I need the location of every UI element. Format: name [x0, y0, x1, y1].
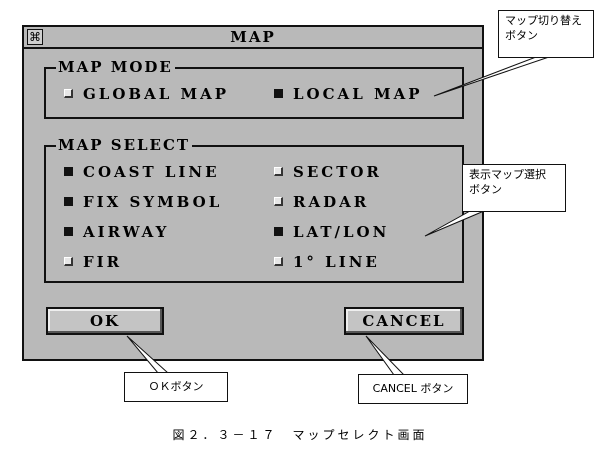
local-map-toggle[interactable]: LOCAL MAP — [274, 85, 422, 103]
fix-symbol-toggle[interactable]: FIX SYMBOL — [64, 193, 222, 211]
fix-symbol-label: FIX SYMBOL — [83, 193, 223, 211]
map-select-callout-line1: 表示マップ選択 — [469, 168, 546, 181]
sector-checkbox[interactable] — [274, 167, 283, 176]
map-dialog: ⌘ MAP MAP MODE GLOBAL MAP LOCAL MAP MAP … — [22, 25, 484, 361]
coast-line-toggle[interactable]: COAST LINE — [64, 163, 220, 181]
window-title: MAP — [230, 28, 276, 46]
fix-symbol-checkbox[interactable] — [64, 197, 73, 206]
airway-label: AIRWAY — [83, 223, 170, 241]
map-switch-callout-line2: ボタン — [505, 29, 538, 42]
map-mode-group: MAP MODE GLOBAL MAP LOCAL MAP — [44, 58, 464, 119]
airway-toggle[interactable]: AIRWAY — [64, 223, 169, 241]
global-map-checkbox[interactable] — [64, 89, 73, 98]
coast-line-label: COAST LINE — [83, 163, 220, 181]
sector-label: SECTOR — [293, 163, 382, 181]
figure-caption: 図２．３－１７ マップセレクト画面 — [172, 428, 428, 442]
map-switch-callout-line1: マップ切り替え — [505, 14, 582, 27]
map-select-label: MAP SELECT — [56, 136, 193, 154]
one-degree-line-checkbox[interactable] — [274, 257, 283, 266]
lat-lon-label: LAT/LON — [293, 223, 390, 241]
fir-toggle[interactable]: FIR — [64, 253, 122, 271]
title-bar: ⌘ MAP — [24, 27, 482, 49]
radar-label: RADAR — [293, 193, 370, 211]
sector-toggle[interactable]: SECTOR — [274, 163, 382, 181]
ok-pointer — [126, 335, 170, 374]
map-switch-callout: マップ切り替え ボタン — [498, 10, 594, 58]
system-menu-icon[interactable]: ⌘ — [27, 29, 43, 45]
map-mode-label: MAP MODE — [56, 58, 175, 76]
one-degree-line-toggle[interactable]: 1° LINE — [274, 253, 380, 271]
global-map-label: GLOBAL MAP — [83, 85, 230, 103]
coast-line-checkbox[interactable] — [64, 167, 73, 176]
radar-checkbox[interactable] — [274, 197, 283, 206]
map-select-callout-line2: ボタン — [469, 183, 502, 196]
cancel-button[interactable]: CANCEL — [344, 307, 464, 335]
ok-button[interactable]: OK — [46, 307, 164, 335]
map-select-group: MAP SELECT COAST LINE FIX SYMBOL AIRWAY … — [44, 136, 464, 283]
fir-checkbox[interactable] — [64, 257, 73, 266]
local-map-checkbox[interactable] — [274, 89, 283, 98]
airway-checkbox[interactable] — [64, 227, 73, 236]
ok-callout: ＯＫボタン — [124, 372, 228, 402]
fir-label: FIR — [83, 253, 123, 271]
map-switch-pointer — [433, 56, 550, 97]
one-degree-line-label: 1° LINE — [293, 253, 380, 271]
radar-toggle[interactable]: RADAR — [274, 193, 369, 211]
map-select-pointer — [424, 210, 485, 237]
lat-lon-toggle[interactable]: LAT/LON — [274, 223, 389, 241]
local-map-label: LOCAL MAP — [293, 85, 423, 103]
lat-lon-checkbox[interactable] — [274, 227, 283, 236]
cancel-pointer — [365, 335, 406, 376]
global-map-toggle[interactable]: GLOBAL MAP — [64, 85, 229, 103]
cancel-callout: CANCEL ボタン — [358, 374, 468, 404]
map-select-callout: 表示マップ選択 ボタン — [462, 164, 566, 212]
